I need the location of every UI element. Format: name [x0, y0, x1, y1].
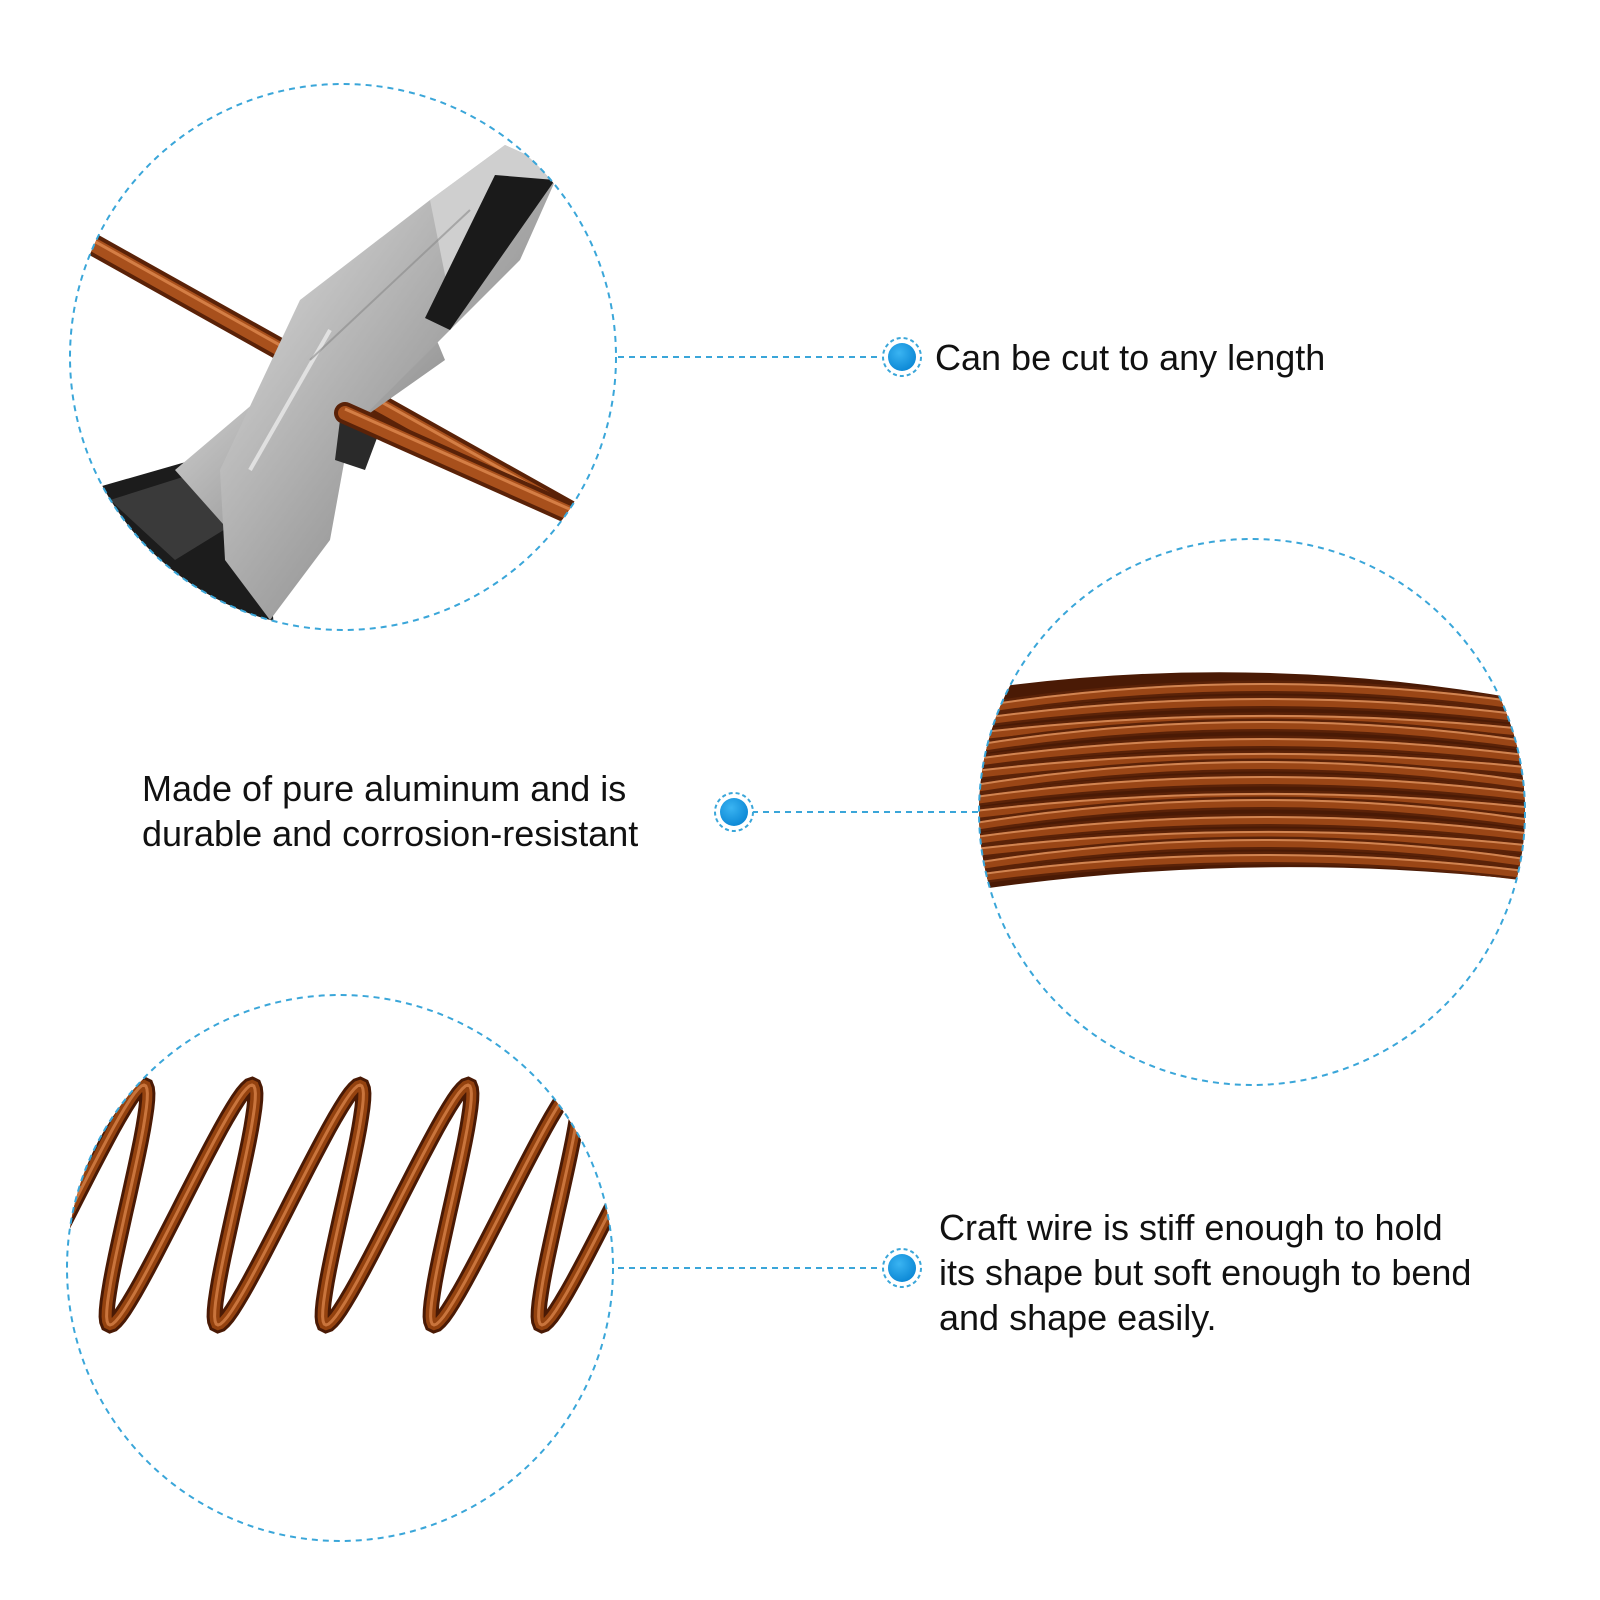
feature-text-line: durable and corrosion-resistant	[142, 813, 639, 854]
feature-text-line: Craft wire is stiff enough to hold	[939, 1207, 1443, 1248]
feature-text-line: Made of pure aluminum and is	[142, 768, 627, 809]
feature-text-line: and shape easily.	[939, 1297, 1217, 1338]
wire-coil-photo	[979, 539, 1525, 1085]
wire-spiral-photo	[67, 995, 613, 1541]
bullet-dot-icon	[714, 792, 754, 832]
feature-cut-to-length: Can be cut to any length	[935, 335, 1325, 380]
feature-pure-aluminum: Made of pure aluminum and is durable and…	[142, 766, 638, 856]
pliers-photo	[70, 84, 616, 630]
photo-frame-1	[69, 83, 617, 631]
bullet-dot-icon	[882, 1248, 922, 1288]
photo-frame-2	[978, 538, 1526, 1086]
feature-stiff-yet-soft: Craft wire is stiff enough to hold its s…	[939, 1205, 1471, 1340]
feature-text-line: its shape but soft enough to bend	[939, 1252, 1472, 1293]
feature-text-line: Can be cut to any length	[935, 337, 1326, 378]
bullet-dot-icon	[882, 337, 922, 377]
photo-frame-3	[66, 994, 614, 1542]
